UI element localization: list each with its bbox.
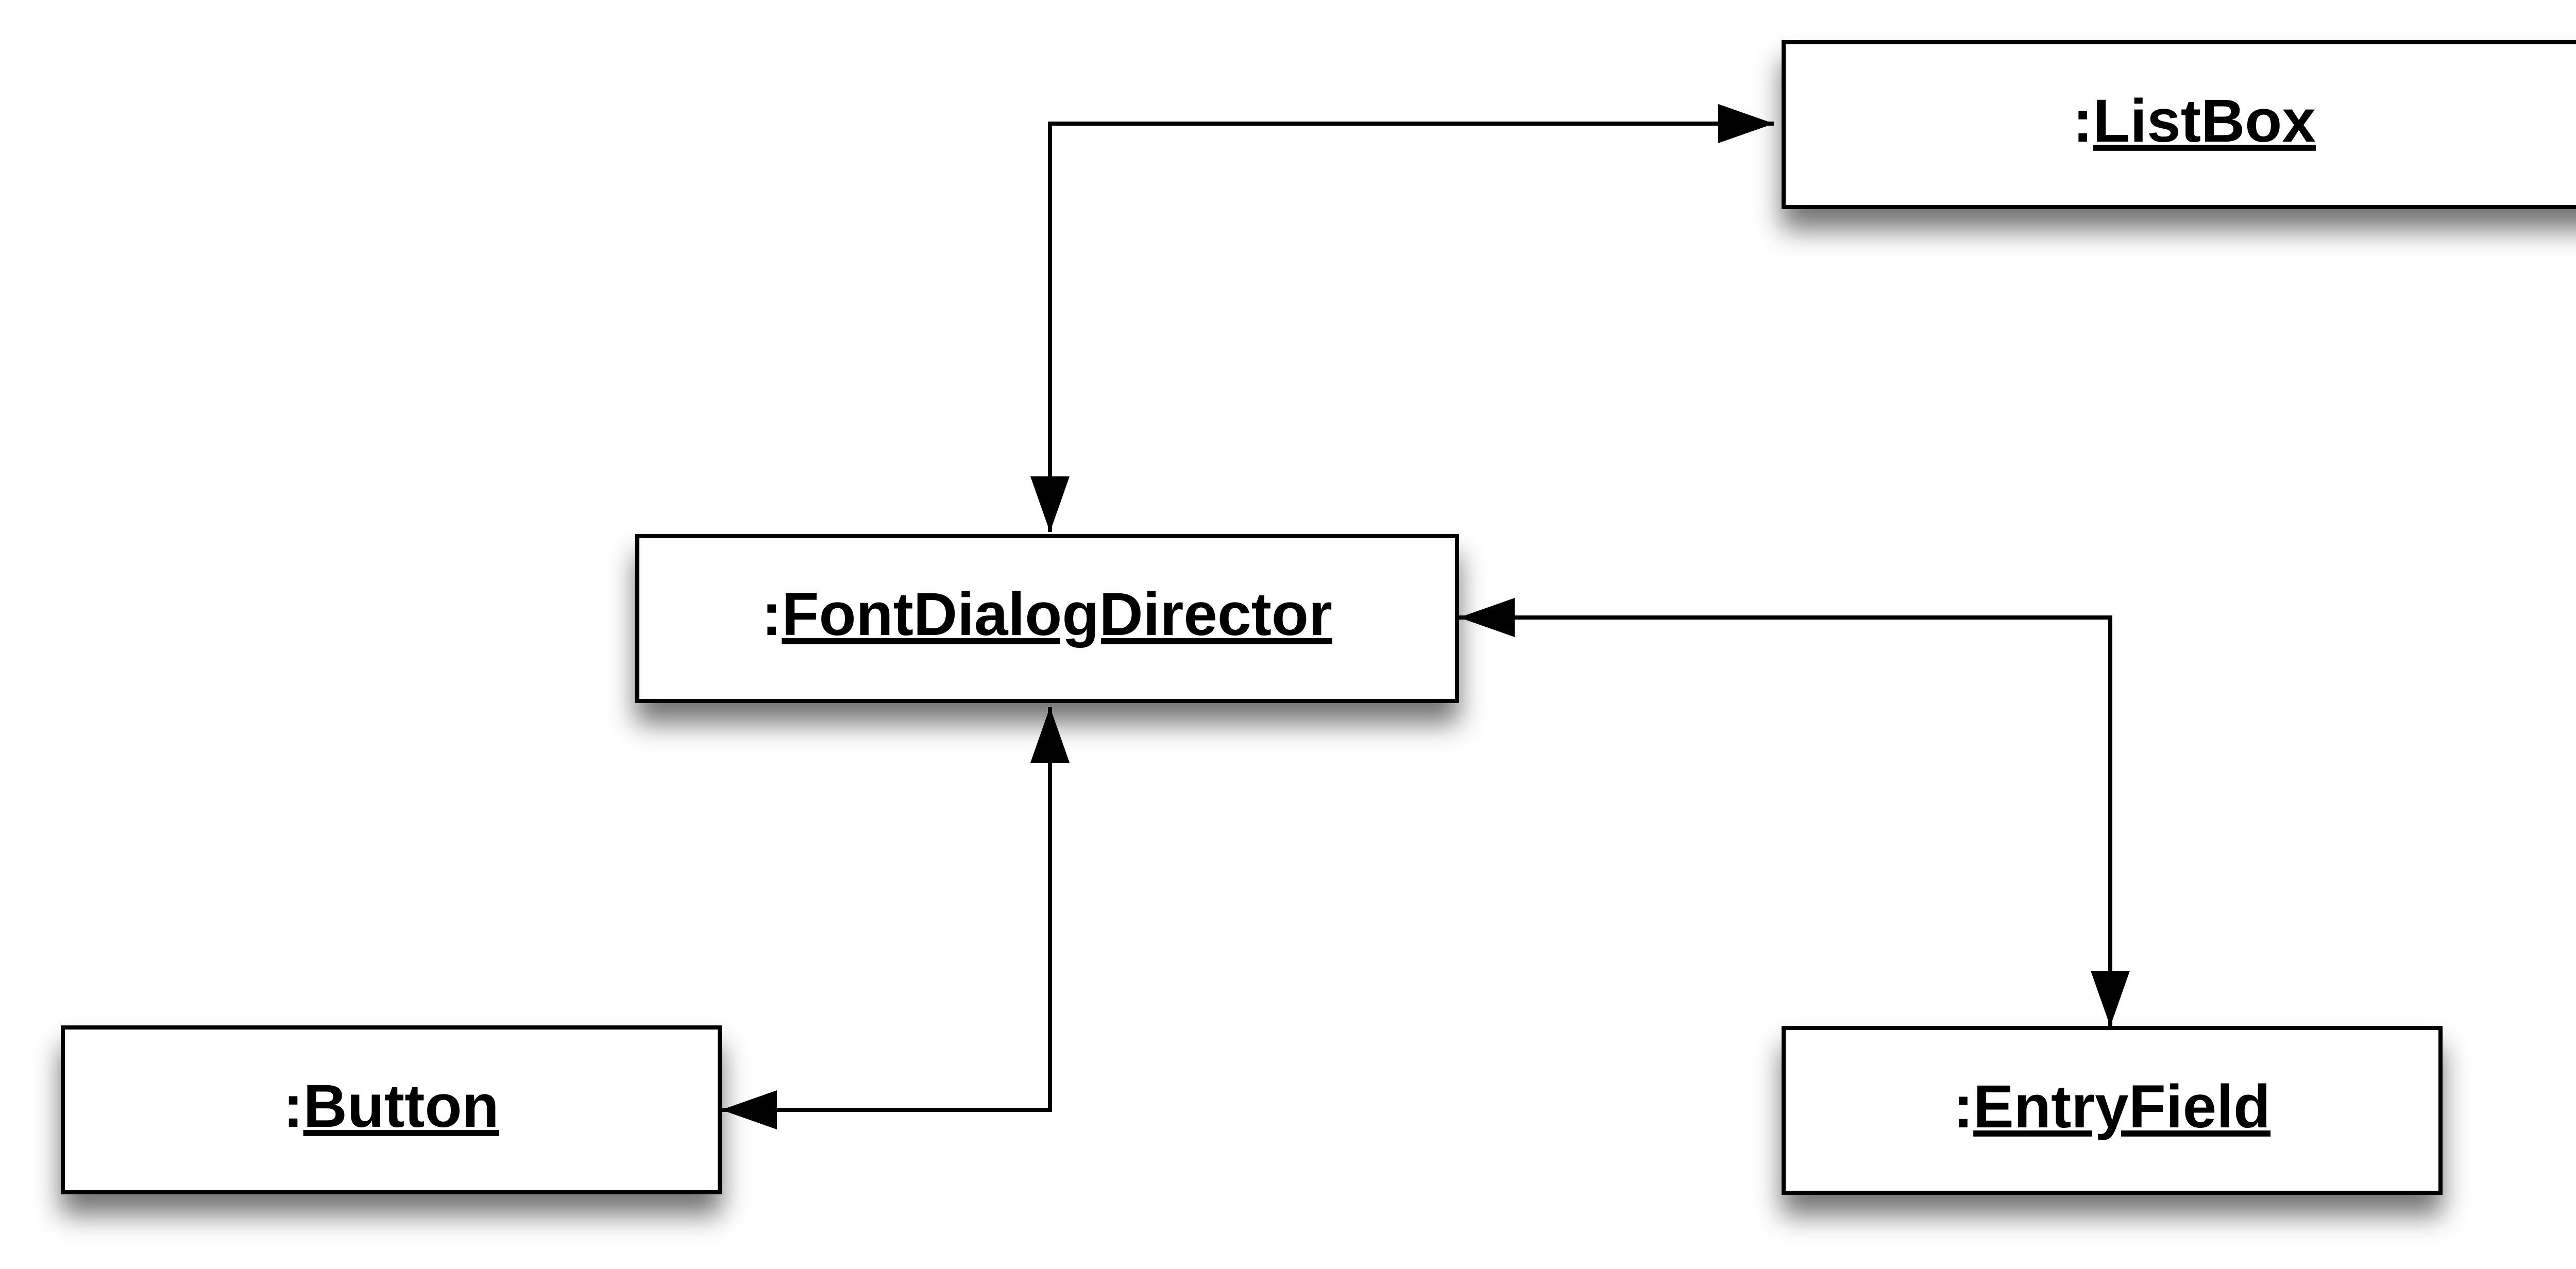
object-label-button: :Button — [283, 1072, 499, 1140]
object-label-listbox: :ListBox — [2073, 87, 2316, 155]
arrowhead-to-listbox — [1718, 104, 1774, 143]
arrowhead-to-director-top — [1030, 476, 1070, 532]
object-entryfield: :EntryField — [1782, 1026, 2443, 1195]
object-listbox: :ListBox — [1782, 40, 2576, 209]
link-director-entryfield — [1459, 598, 2130, 1026]
link-director-listbox — [1030, 104, 1774, 532]
object-label-fontdialogdirector: :FontDialogDirector — [761, 580, 1332, 648]
link-director-button — [721, 707, 1070, 1129]
object-label-entryfield: :EntryField — [1953, 1073, 2270, 1141]
object-fontdialogdirector: :FontDialogDirector — [635, 534, 1459, 703]
arrowhead-to-entryfield — [2091, 971, 2130, 1026]
arrowhead-to-director-bottom — [1030, 707, 1070, 763]
arrowhead-to-director-right — [1459, 598, 1515, 637]
object-button: :Button — [61, 1025, 722, 1194]
arrowhead-to-button — [721, 1090, 777, 1129]
